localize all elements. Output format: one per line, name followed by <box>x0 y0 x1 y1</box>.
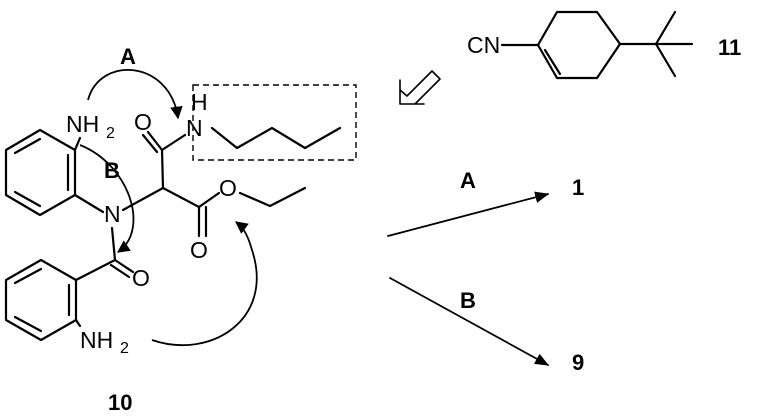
nitrile-label: CN <box>467 32 500 58</box>
amide-oxygen-label: O <box>134 109 152 135</box>
highlight-box <box>192 84 357 161</box>
amine-top-label: NH <box>66 111 99 137</box>
product-9-label: 9 <box>572 350 584 375</box>
reaction-arrows: A 1 B 9 <box>387 168 584 375</box>
benzoyl-oxygen-label: O <box>132 265 150 291</box>
ester-oxygen-label: O <box>219 175 237 201</box>
path-b-label: B <box>104 158 120 183</box>
svg-text:2: 2 <box>120 340 129 357</box>
ester-carbonyl-oxygen-label: O <box>190 237 208 263</box>
hollow-arrow-icon <box>399 70 441 105</box>
svg-text:2: 2 <box>106 125 115 142</box>
amide-h-label: H <box>191 89 208 115</box>
reaction-b-label: B <box>460 288 476 313</box>
compound-10-label: 10 <box>108 390 132 415</box>
reaction-a-label: A <box>460 168 476 193</box>
compound-11-structure: CN 11 <box>467 10 741 80</box>
path-a-label: A <box>120 44 136 69</box>
amide-n-label: N <box>186 115 203 141</box>
amine-bottom-label: NH <box>80 327 113 353</box>
compound-10-structure: NH 2 N O H N O O O N <box>4 89 342 415</box>
compound-11-label: 11 <box>718 35 741 60</box>
mechanism-arrows: A B <box>79 44 258 346</box>
product-1-label: 1 <box>572 175 584 200</box>
central-n-label: N <box>104 201 121 227</box>
